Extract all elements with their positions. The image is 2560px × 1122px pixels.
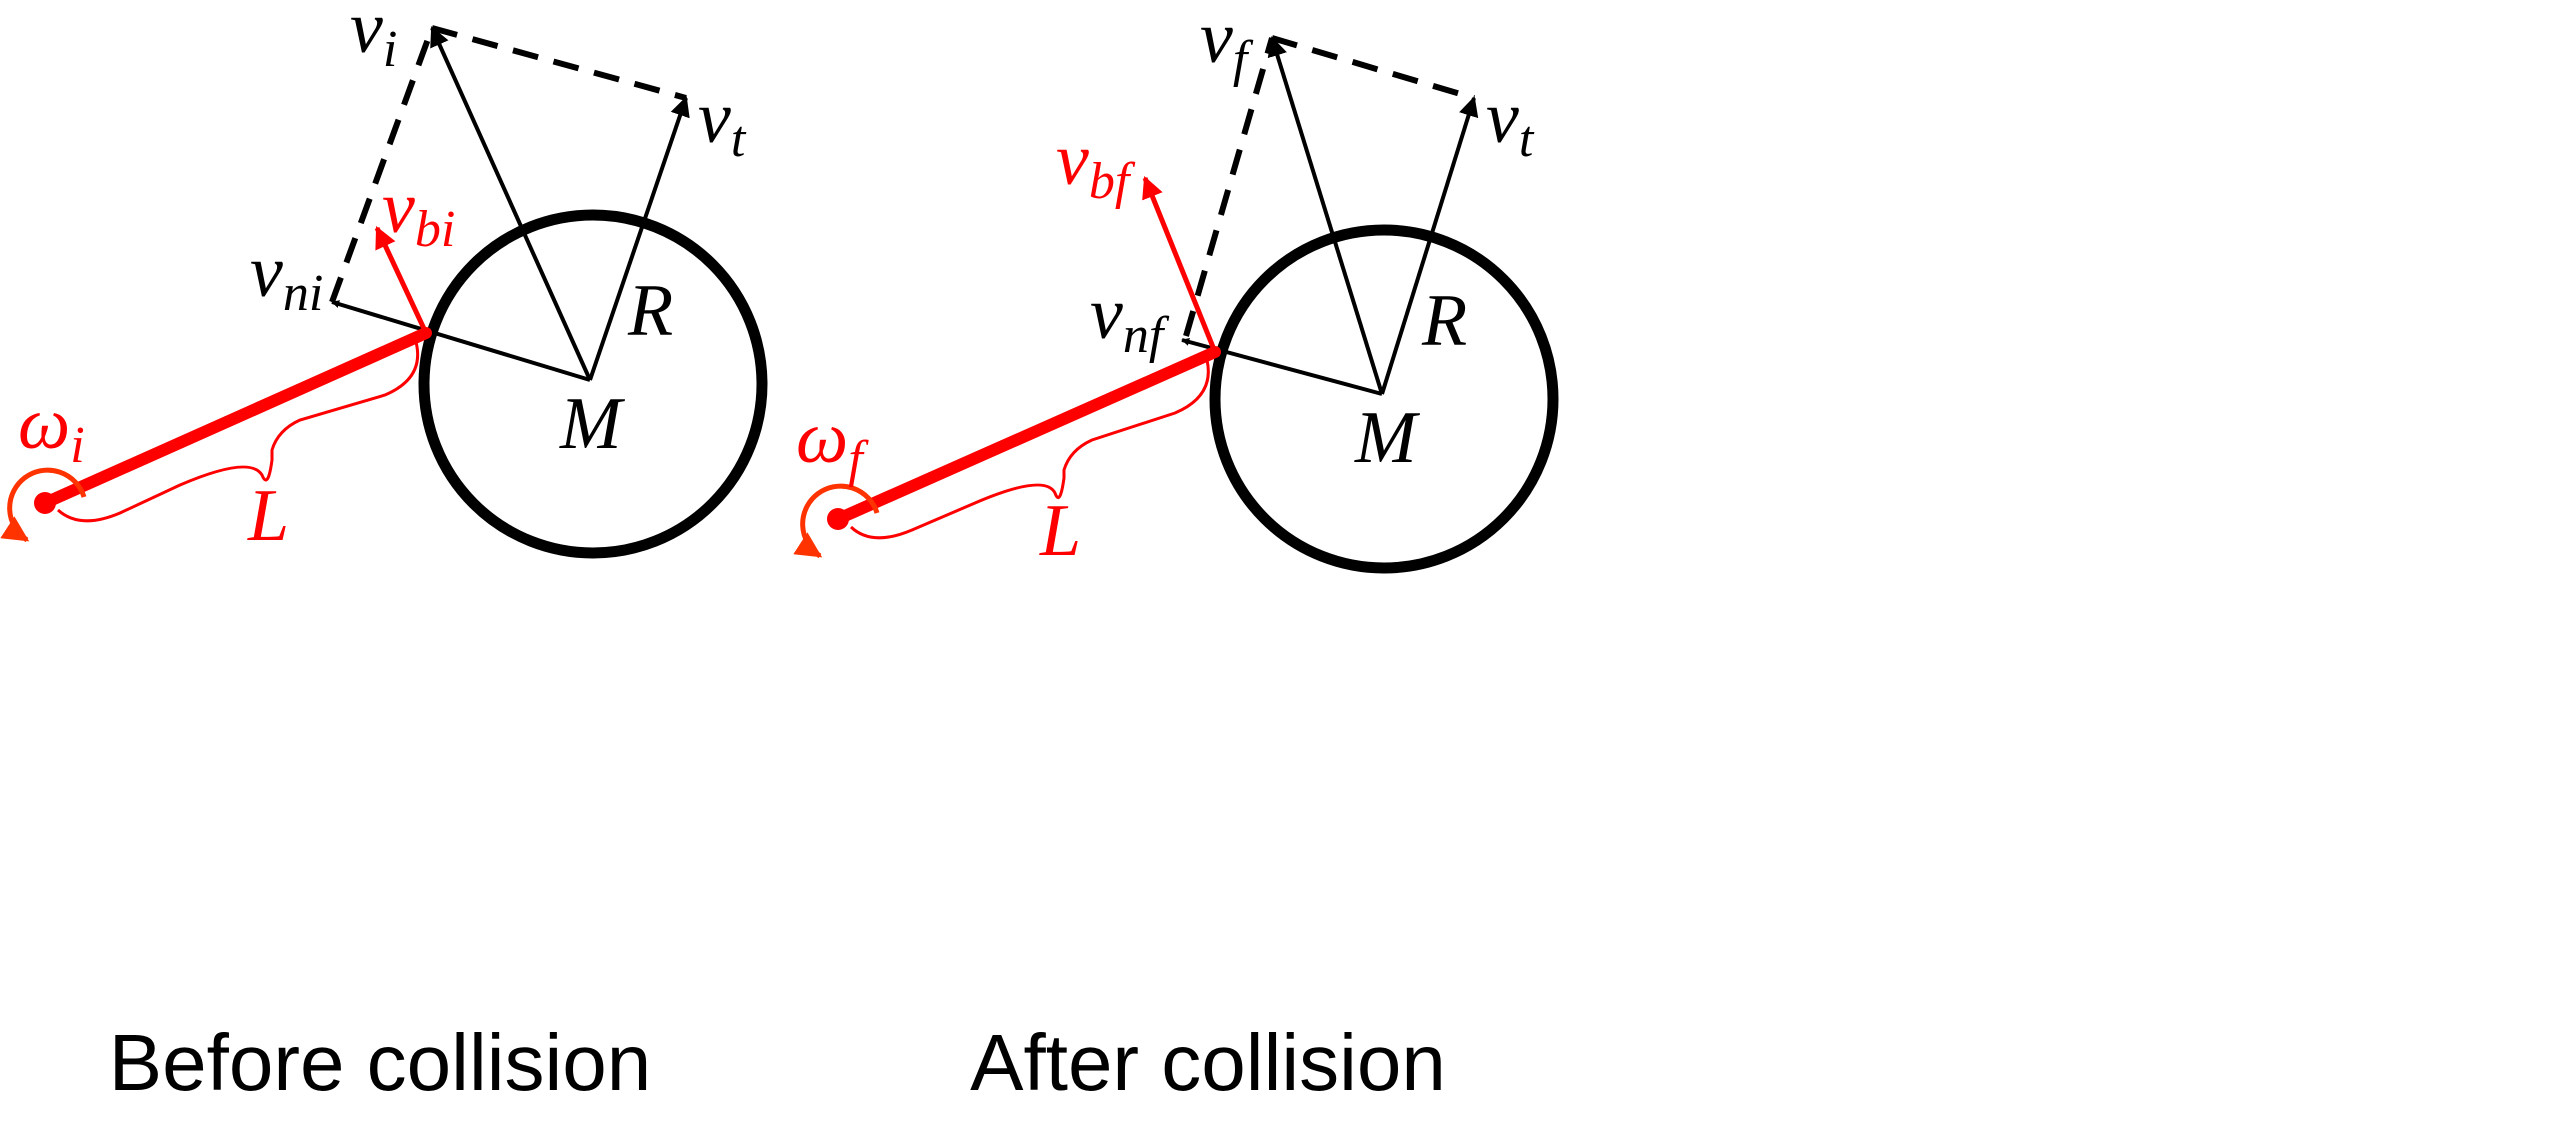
mass-label-after: M [1354, 397, 1421, 479]
dashed-line-before-left [329, 26, 435, 304]
vi-label-before: vi [350, 0, 397, 78]
dashed-line-after-left [1183, 37, 1275, 337]
vbf-vector-after [1142, 175, 1218, 353]
ball-before [418, 209, 768, 559]
omega-label-before: ωi [18, 383, 85, 474]
vi-vector-before [430, 26, 592, 381]
length-label-before: L [247, 475, 289, 557]
radius-label-after: R [1421, 280, 1467, 362]
bat-before [39, 327, 432, 509]
caption-before: Before collision [109, 1018, 652, 1107]
length-label-after: L [1039, 490, 1081, 572]
mass-label-before: M [559, 383, 626, 465]
radius-label-before: R [627, 270, 673, 352]
length-brace-after [849, 359, 1210, 540]
length-brace-before [56, 341, 420, 523]
vf-vector-after [1267, 36, 1384, 395]
vt-vector-after [1380, 96, 1479, 395]
vni-vector-before [331, 300, 591, 382]
dashed-line-after-top [1271, 35, 1475, 101]
vt-label-before: vt [698, 77, 747, 168]
omega-arrow-after [793, 483, 880, 559]
omega-label-after: ωf [796, 397, 869, 488]
pivot-before [34, 492, 56, 514]
caption-after: After collision [970, 1018, 1446, 1107]
omega-arrow-before [0, 467, 87, 543]
vbi-vector-before [374, 226, 429, 335]
vbf-label-after: vbf [1056, 119, 1136, 210]
vt-vector-before [588, 96, 690, 381]
vt-label-after: vt [1486, 77, 1535, 168]
ball-after [1209, 224, 1559, 574]
before-panel: vi vt vbi vni R M L ωi Before collision [0, 0, 768, 1107]
vbi-label-before: vbi [382, 167, 455, 258]
dashed-line-before-top [431, 25, 687, 101]
bat-after [832, 346, 1221, 525]
vf-label-after: vf [1200, 0, 1254, 88]
vni-label-before: vni [250, 231, 323, 322]
pivot-after [827, 508, 849, 530]
vnf-label-after: vnf [1090, 273, 1170, 364]
after-panel: vf vt vbf vnf R M L ωf After collision [793, 0, 1559, 1107]
